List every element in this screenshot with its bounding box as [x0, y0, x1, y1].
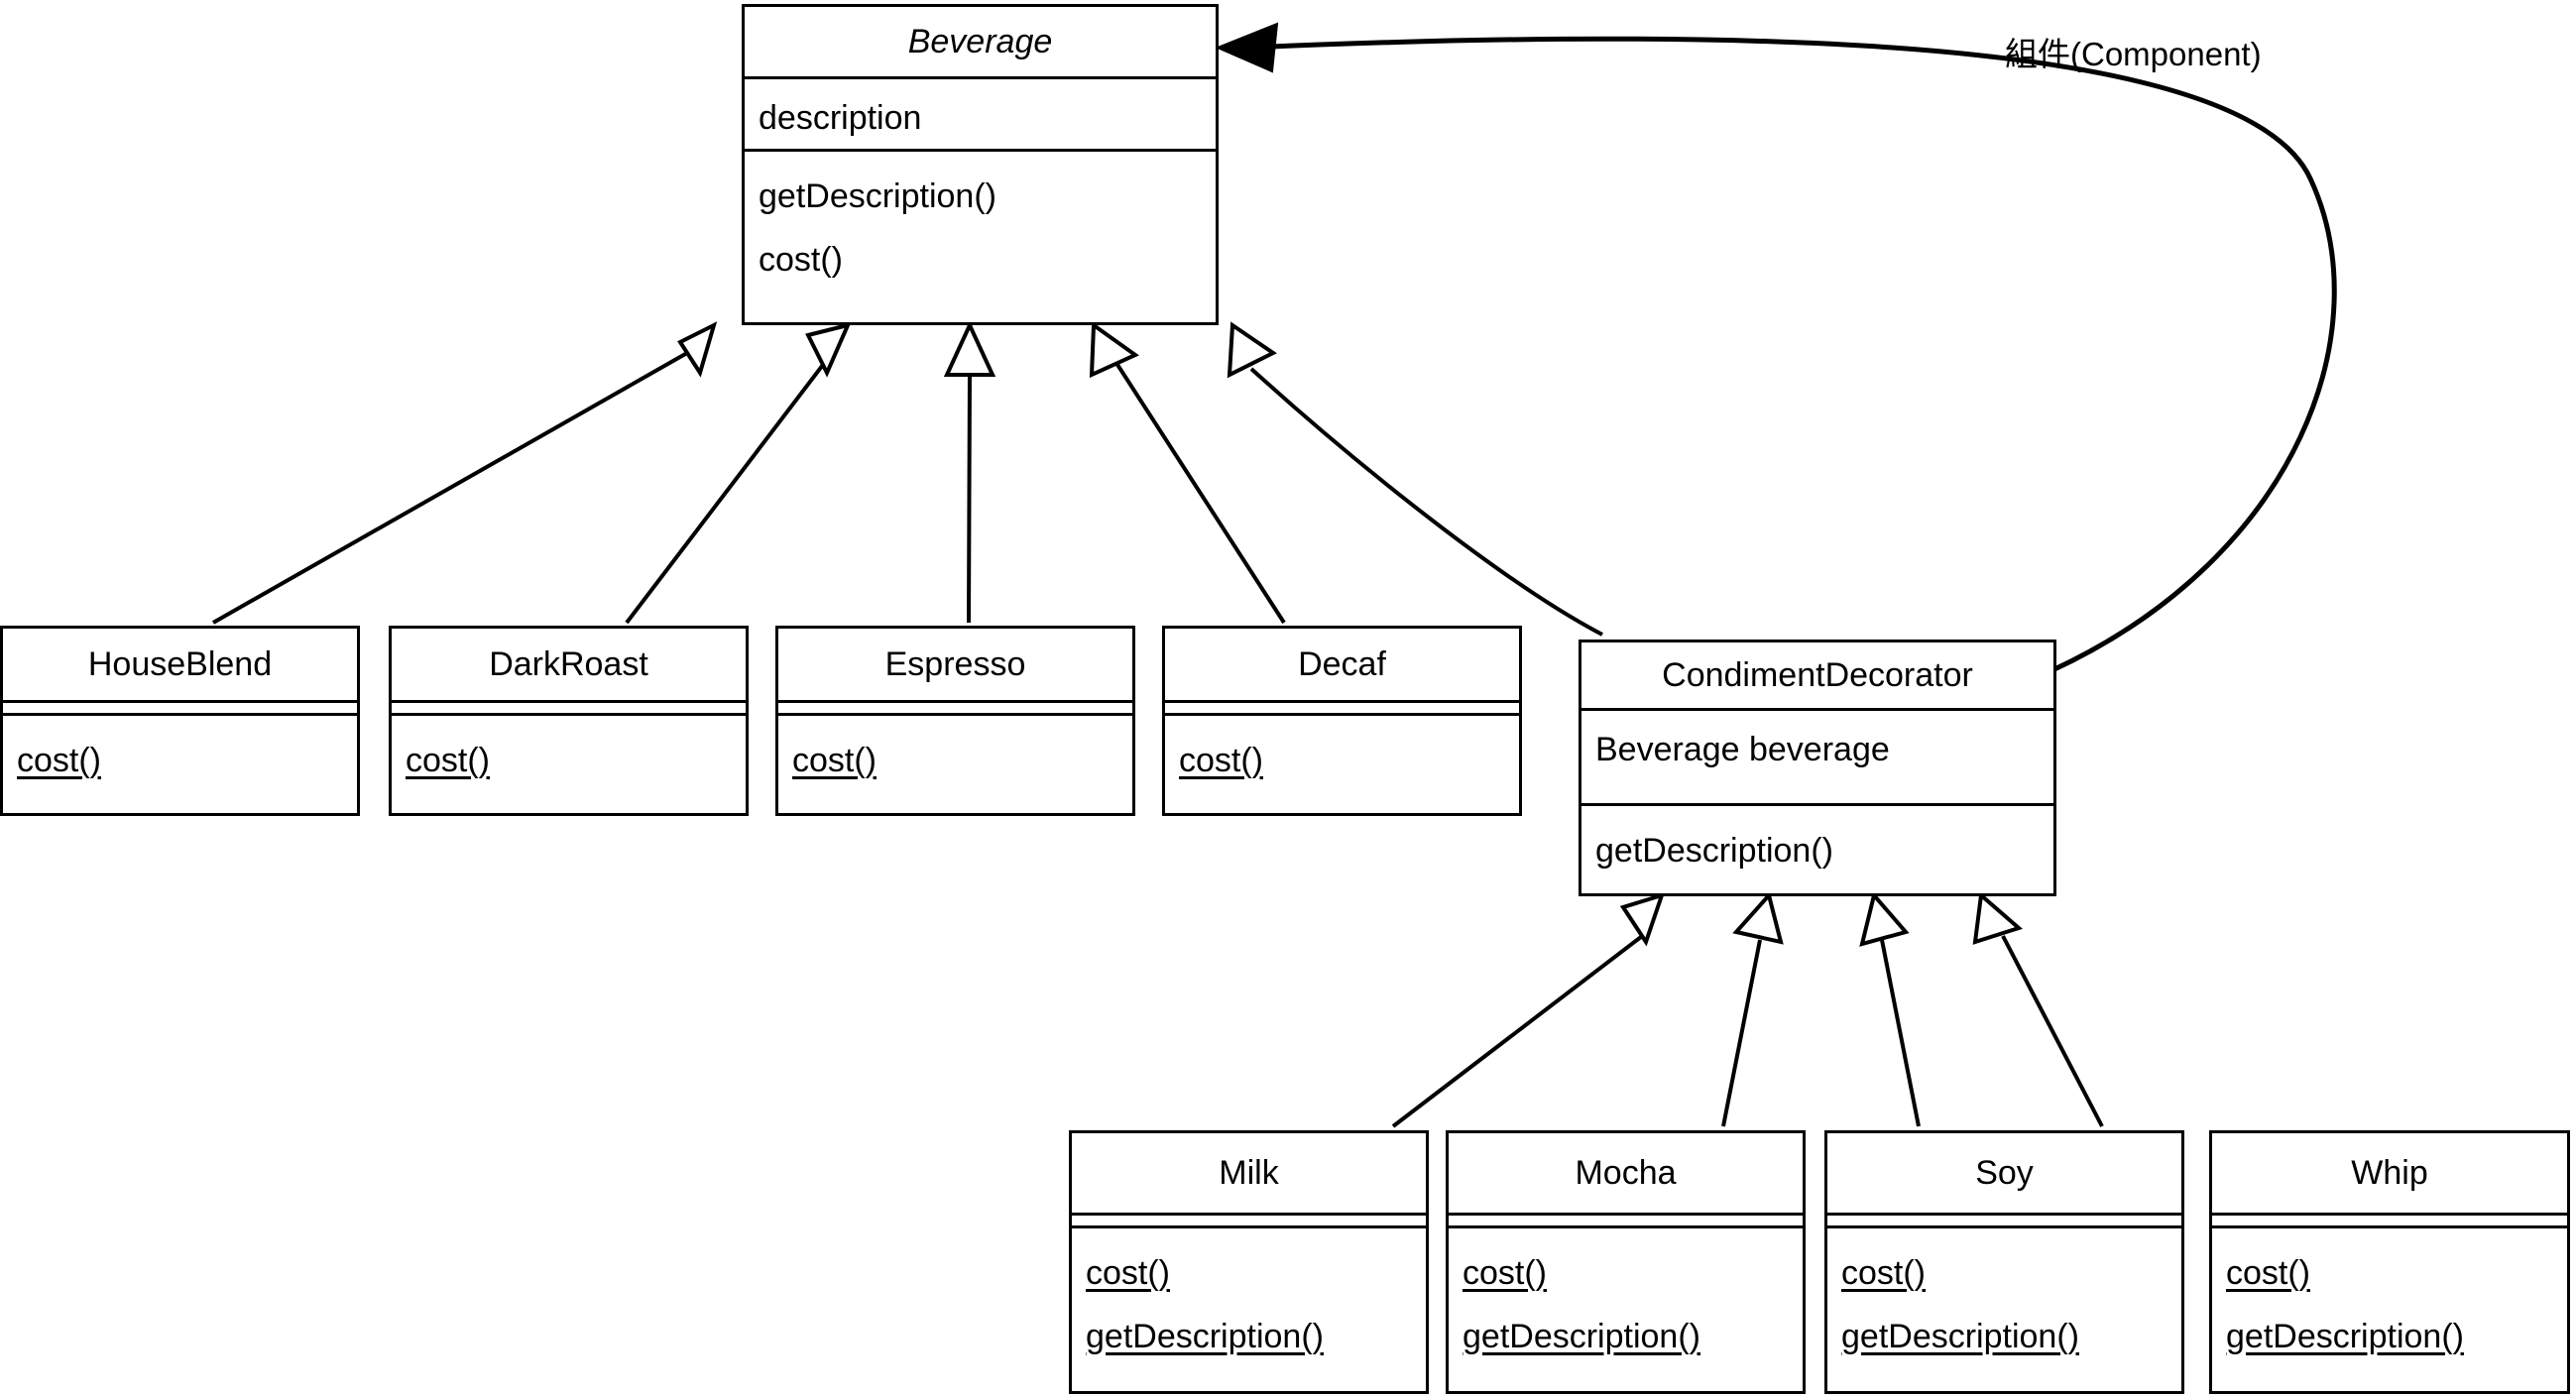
attributes-compartment-espresso: [778, 703, 1132, 713]
generalization-decaf-beverage: [1089, 321, 1286, 625]
attributes-compartment-houseblend: [3, 703, 357, 713]
methods-compartment-beverage: getDescription() cost(): [745, 152, 1216, 277]
class-title-soy: Soy: [1975, 1154, 2034, 1192]
compartment-divider: [392, 713, 746, 716]
method-decaf-0: cost(): [1179, 742, 1263, 779]
attributes-compartment-decaf: [1165, 703, 1519, 713]
attributes-compartment-whip: [2212, 1216, 2567, 1225]
methods-compartment-mocha: cost() getDescription(): [1449, 1228, 1803, 1353]
compartment-divider: [392, 700, 746, 703]
compartment-divider: [745, 149, 1216, 152]
method-darkroast-0: cost(): [406, 742, 490, 779]
attribute-beverage-0: description: [759, 99, 922, 137]
class-title-decaf: Decaf: [1298, 645, 1386, 683]
class-title-darkroast: DarkRoast: [489, 645, 648, 683]
class-title-whip: Whip: [2351, 1154, 2428, 1192]
attribute-condimentdecorator-0: Beverage beverage: [1595, 731, 1890, 768]
method-beverage-1: cost(): [759, 241, 843, 279]
compartment-divider: [1165, 713, 1519, 716]
compartment-divider: [1449, 1225, 1803, 1228]
class-box-espresso[interactable]: Espresso cost(): [775, 626, 1135, 816]
annotation-component-note: 組件(Component): [2005, 36, 2262, 72]
class-title-milk: Milk: [1219, 1154, 1279, 1192]
compartment-divider: [1165, 700, 1519, 703]
compartment-divider: [1581, 803, 2053, 806]
generalization-condimentdecorator-beverage: [1227, 321, 1603, 637]
class-title-condimentdecorator: CondimentDecorator: [1662, 656, 1973, 694]
class-box-milk[interactable]: Milk cost() getDescription(): [1069, 1130, 1429, 1394]
compartment-divider: [1449, 1213, 1803, 1216]
attributes-compartment-beverage: description: [745, 79, 1216, 149]
compartment-divider: [745, 76, 1216, 79]
compartment-divider: [778, 700, 1132, 703]
class-title-mocha: Mocha: [1575, 1154, 1677, 1192]
attributes-compartment-darkroast: [392, 703, 746, 713]
attributes-compartment-condimentdecorator: Beverage beverage: [1581, 711, 2053, 803]
compartment-divider: [3, 700, 357, 703]
class-title-houseblend: HouseBlend: [87, 645, 273, 683]
compartment-divider: [2212, 1225, 2567, 1228]
methods-compartment-milk: cost() getDescription(): [1072, 1228, 1426, 1353]
method-milk-1: getDescription(): [1086, 1318, 1324, 1355]
methods-compartment-houseblend: cost(): [3, 716, 357, 777]
methods-compartment-whip: cost() getDescription(): [2212, 1228, 2567, 1353]
compartment-divider: [1827, 1213, 2181, 1216]
compartment-divider: [2212, 1213, 2567, 1216]
generalization-houseblend-beverage: [212, 321, 718, 625]
compartment-divider: [1581, 708, 2053, 711]
method-whip-0: cost(): [2226, 1254, 2310, 1292]
method-espresso-0: cost(): [792, 742, 877, 779]
class-title-beverage: Beverage: [907, 23, 1053, 60]
method-mocha-1: getDescription(): [1463, 1318, 1700, 1355]
method-mocha-0: cost(): [1463, 1254, 1547, 1292]
method-milk-0: cost(): [1086, 1254, 1170, 1292]
class-box-houseblend[interactable]: HouseBlend cost(): [0, 626, 360, 816]
attributes-compartment-mocha: [1449, 1216, 1803, 1225]
class-box-beverage[interactable]: Beverage description getDescription() cost(…: [742, 4, 1219, 325]
compartment-divider: [1827, 1225, 2181, 1228]
class-title-espresso: Espresso: [884, 645, 1026, 683]
class-box-darkroast[interactable]: DarkRoast cost(): [389, 626, 749, 816]
generalization-milk-condimentdecorator: [1391, 891, 1666, 1128]
attributes-compartment-milk: [1072, 1216, 1426, 1225]
methods-compartment-decaf: cost(): [1165, 716, 1519, 777]
generalization-mocha-condimentdecorator: [1721, 890, 1784, 1127]
methods-compartment-espresso: cost(): [778, 716, 1132, 777]
methods-compartment-darkroast: cost(): [392, 716, 746, 777]
class-box-decaf[interactable]: Decaf cost(): [1162, 626, 1522, 816]
class-box-mocha[interactable]: Mocha cost() getDescription(): [1446, 1130, 1806, 1394]
generalization-whip-condimentdecorator: [1972, 891, 2104, 1127]
methods-compartment-soy: cost() getDescription(): [1827, 1228, 2181, 1353]
generalization-espresso-beverage: [943, 320, 996, 624]
method-beverage-0: getDescription(): [759, 177, 996, 215]
generalization-soy-condimentdecorator: [1859, 890, 1921, 1127]
method-soy-0: cost(): [1841, 1254, 1926, 1292]
compartment-divider: [3, 713, 357, 716]
method-soy-1: getDescription(): [1841, 1318, 2079, 1355]
method-condimentdecorator-0: getDescription(): [1595, 832, 1833, 870]
generalization-darkroast-beverage: [625, 322, 852, 625]
method-whip-1: getDescription(): [2226, 1318, 2464, 1355]
compartment-divider: [1072, 1213, 1426, 1216]
method-houseblend-0: cost(): [17, 742, 101, 779]
class-box-whip[interactable]: Whip cost() getDescription(): [2209, 1130, 2570, 1394]
association-condimentdecorator-has-beverage: [1215, 22, 2337, 673]
methods-compartment-condimentdecorator: getDescription(): [1581, 806, 2053, 868]
class-box-soy[interactable]: Soy cost() getDescription(): [1824, 1130, 2184, 1394]
compartment-divider: [778, 713, 1132, 716]
compartment-divider: [1072, 1225, 1426, 1228]
attributes-compartment-soy: [1827, 1216, 2181, 1225]
